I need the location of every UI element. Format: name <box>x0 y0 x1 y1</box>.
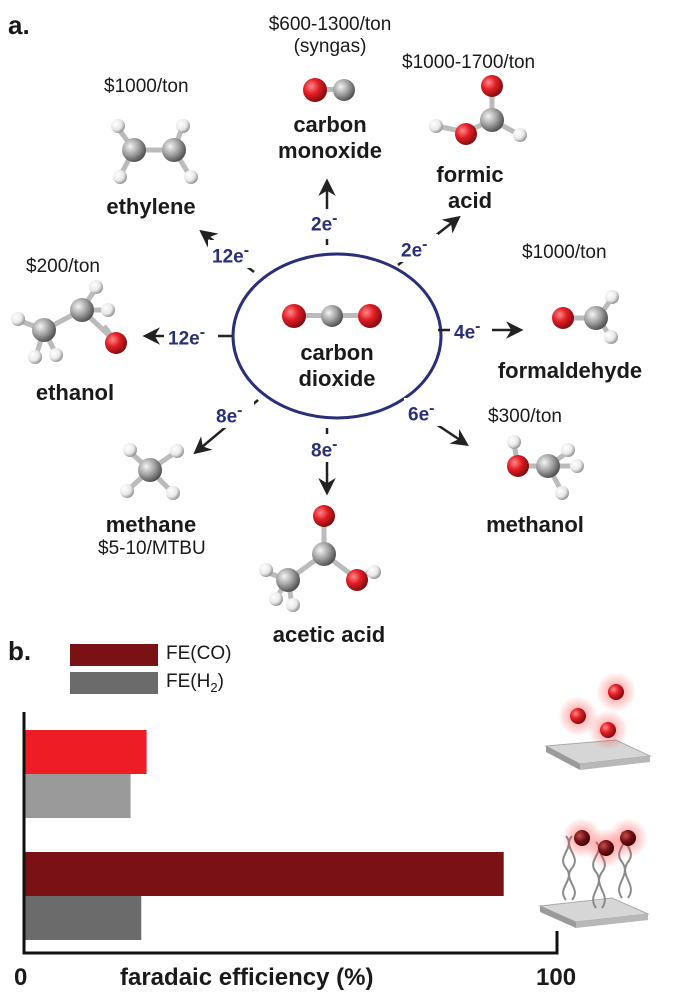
x-tick-100: 100 <box>536 964 577 991</box>
electrons-co: 2e- <box>311 210 338 236</box>
name-acetic: acetic acid <box>272 622 386 647</box>
legend-label-h2: FE(H2) <box>166 671 224 695</box>
legend-swatch-co <box>70 644 158 666</box>
legend-swatch-h2 <box>70 672 158 694</box>
price-formic: $1000-1700/ton <box>402 52 536 73</box>
x-axis-label: faradaic efficiency (%) <box>120 964 374 991</box>
legend-label-co: FE(CO) <box>166 643 232 664</box>
center-ring <box>231 252 443 420</box>
chart-axes <box>22 712 559 955</box>
name-formaldehyde: formaldehyde <box>497 358 643 383</box>
formic-acid-molecule-icon <box>429 75 527 145</box>
price-co: $600-1300/ton (syngas) <box>268 14 392 57</box>
electrons-methane: 8e- <box>216 402 243 428</box>
center-label: carbon dioxide <box>298 340 376 391</box>
name-formic: formic acid <box>436 162 504 213</box>
name-co: carbon monoxide <box>278 112 382 163</box>
price-ethylene: $1000/ton <box>104 76 189 97</box>
electrons-formaldehyde: 4e- <box>454 318 481 344</box>
bar-fe-co-0 <box>24 730 147 774</box>
bare-electrode-illustration <box>544 672 652 770</box>
panel-b-label: b. <box>8 636 32 666</box>
price-ethanol: $200/ton <box>26 256 100 277</box>
name-methane: methane <box>105 512 197 537</box>
electrons-ethanol: 12e- <box>168 324 205 350</box>
name-ethylene: ethylene <box>106 194 196 219</box>
dna-electrode-illustration <box>538 818 650 928</box>
electrons-ethylene: 12e- <box>212 242 249 268</box>
price-formaldehyde: $1000/ton <box>522 242 607 263</box>
name-methanol: methanol <box>486 512 584 537</box>
co-molecule-icon <box>303 78 355 102</box>
co2-molecule-icon <box>282 304 382 328</box>
bar-fe-h2-0 <box>24 774 131 818</box>
name-ethanol: ethanol <box>35 380 115 405</box>
price-methanol: $300/ton <box>488 406 562 427</box>
electrons-methanol: 6e- <box>408 400 435 426</box>
panel-a-label: a. <box>8 10 30 40</box>
methanol-molecule-icon <box>507 435 584 500</box>
bar-fe-co-1 <box>24 852 504 896</box>
price-methane: $5-10/MTBU <box>98 538 206 559</box>
methane-molecule-icon <box>120 443 184 500</box>
electrons-acetic: 8e- <box>311 436 338 462</box>
x-tick-0: 0 <box>14 964 28 991</box>
ethylene-molecule-icon <box>111 119 198 184</box>
bar-fe-h2-1 <box>24 896 142 940</box>
electrons-formic: 2e- <box>401 236 428 262</box>
ethanol-molecule-icon <box>11 280 127 364</box>
acetic-acid-molecule-icon <box>259 505 381 612</box>
bar-chart <box>22 712 559 955</box>
formaldehyde-molecule-icon <box>552 290 619 344</box>
